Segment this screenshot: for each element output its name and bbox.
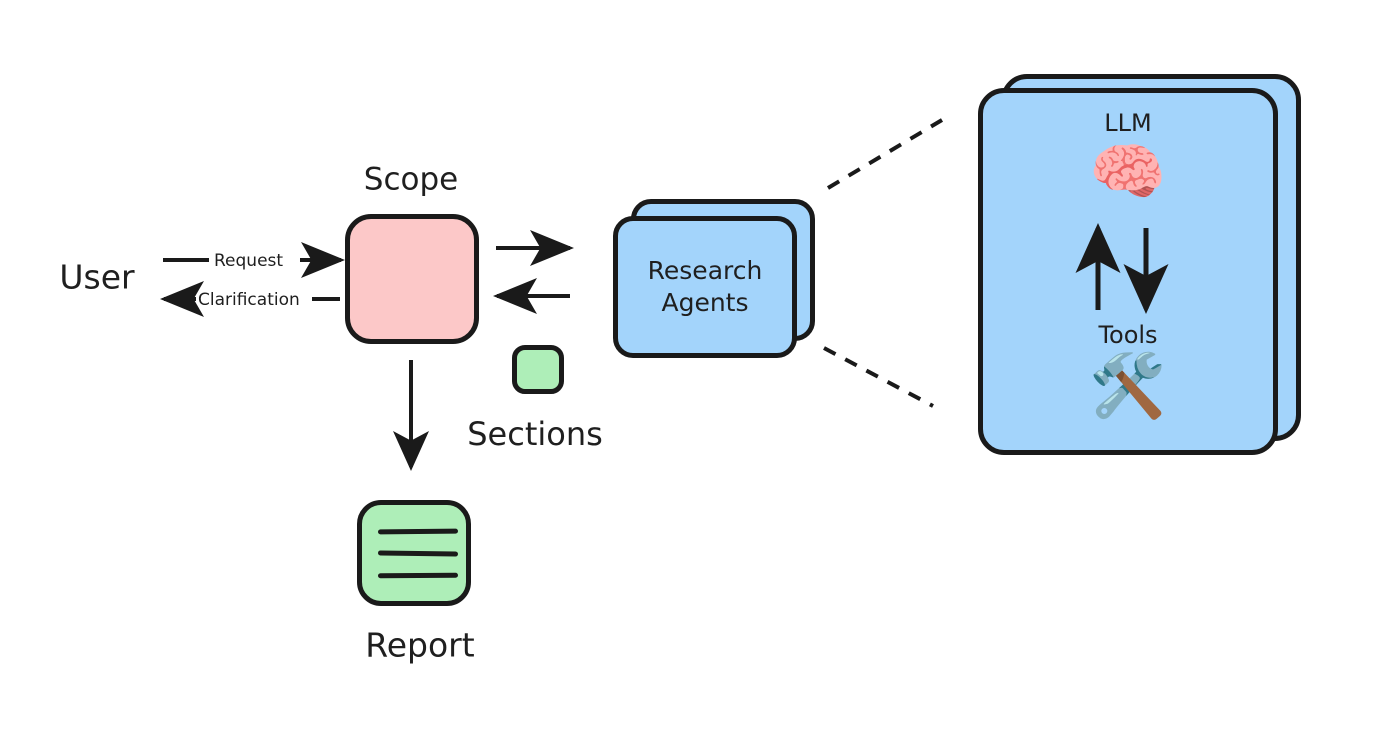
research-agents-text: Research Agents: [648, 255, 763, 319]
agent-internals-card-front[interactable]: LLM 🧠 Tools 🛠️: [978, 88, 1278, 455]
callout-line-top: [826, 118, 944, 190]
tools-label: Tools: [1098, 321, 1158, 349]
node-label-scope: Scope: [363, 161, 459, 198]
research-agents-line-2: Agents: [661, 288, 749, 317]
node-label-sections: Sections: [467, 415, 603, 453]
report-text-line: [377, 572, 459, 579]
hammer-and-wrench-icon: 🛠️: [1089, 349, 1167, 422]
brain-icon: 🧠: [1089, 135, 1167, 208]
report-text-line: [377, 550, 459, 557]
research-agents-card-front[interactable]: Research Agents: [613, 216, 797, 358]
node-label-report: Report: [365, 625, 475, 665]
sections-box[interactable]: [512, 345, 564, 394]
edge-label-request: Request: [214, 251, 283, 271]
report-box[interactable]: [357, 500, 471, 606]
scope-box[interactable]: [345, 214, 479, 344]
node-label-user: User: [59, 257, 135, 297]
llm-label: LLM: [1104, 109, 1152, 137]
edge-label-clarification: Clarification: [198, 290, 300, 310]
report-text-line: [377, 528, 459, 535]
research-agents-line-1: Research: [647, 256, 763, 285]
callout-line-bottom: [823, 346, 934, 408]
